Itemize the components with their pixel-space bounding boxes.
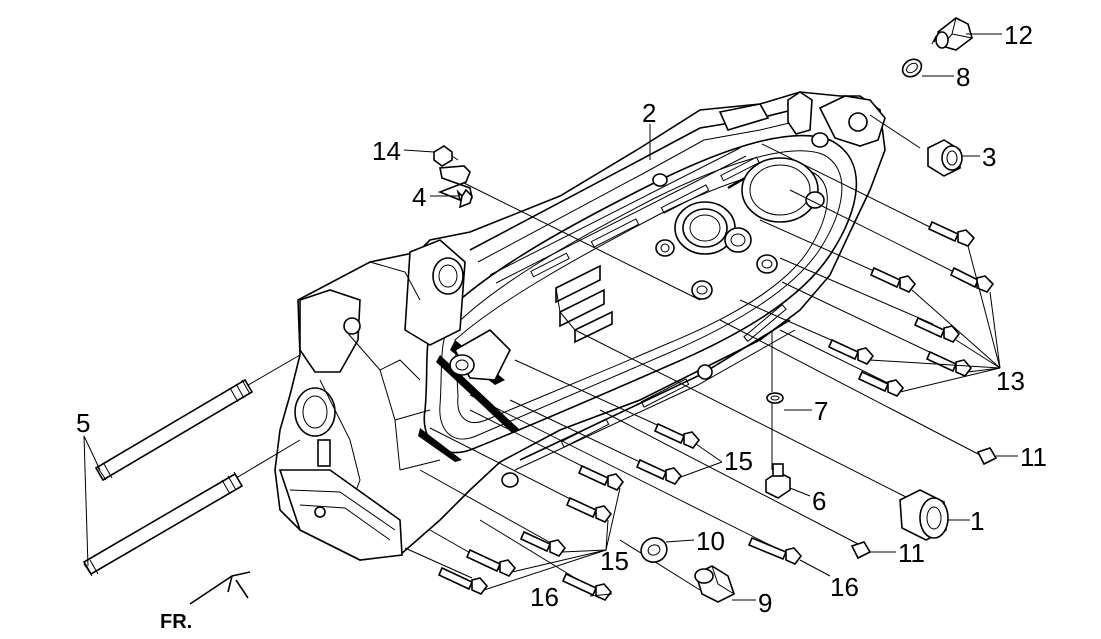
callout-15-upper: 15 bbox=[724, 446, 753, 476]
callout-numbers: 1 2 3 4 5 6 7 8 9 10 11 11 12 13 14 15 1… bbox=[76, 20, 1047, 618]
stud-bolts bbox=[82, 378, 254, 577]
bushing bbox=[927, 139, 963, 177]
o-ring bbox=[901, 58, 923, 78]
retainer-plate bbox=[437, 165, 473, 209]
washer-7 bbox=[766, 392, 784, 404]
callout-leaders bbox=[83, 33, 1018, 601]
callout-10: 10 bbox=[696, 526, 725, 556]
callout-15-lower: 15 bbox=[600, 546, 629, 576]
front-direction-label: FR. bbox=[160, 611, 192, 633]
callout-12: 12 bbox=[1004, 20, 1033, 50]
callout-14: 14 bbox=[372, 136, 401, 166]
bolts-15-16 bbox=[437, 422, 803, 601]
drain-bolt bbox=[765, 463, 791, 499]
callout-11-lower: 11 bbox=[898, 538, 925, 568]
callout-6: 6 bbox=[812, 486, 826, 516]
callout-4: 4 bbox=[412, 182, 426, 212]
callout-1: 1 bbox=[970, 506, 984, 536]
callout-8: 8 bbox=[956, 62, 970, 92]
washer-10 bbox=[640, 537, 668, 563]
callout-9: 9 bbox=[758, 588, 772, 618]
callout-11-upper: 11 bbox=[1020, 442, 1047, 472]
front-direction-indicator: FR. bbox=[160, 571, 251, 633]
callout-7: 7 bbox=[814, 396, 828, 426]
large-bushing bbox=[899, 489, 949, 541]
callout-16-right: 16 bbox=[830, 572, 859, 602]
left-crankcase-body bbox=[274, 91, 886, 561]
callout-3: 3 bbox=[982, 142, 996, 172]
callout-16-left: 16 bbox=[530, 582, 559, 612]
dowel-pins bbox=[850, 447, 998, 560]
oil-filler-plug bbox=[931, 17, 973, 51]
callout-2: 2 bbox=[642, 98, 656, 128]
small-bolt bbox=[433, 145, 459, 167]
bolts-13 bbox=[827, 220, 995, 397]
callout-13: 13 bbox=[996, 366, 1025, 396]
callout-5: 5 bbox=[76, 408, 90, 438]
drain-plug bbox=[694, 565, 735, 603]
